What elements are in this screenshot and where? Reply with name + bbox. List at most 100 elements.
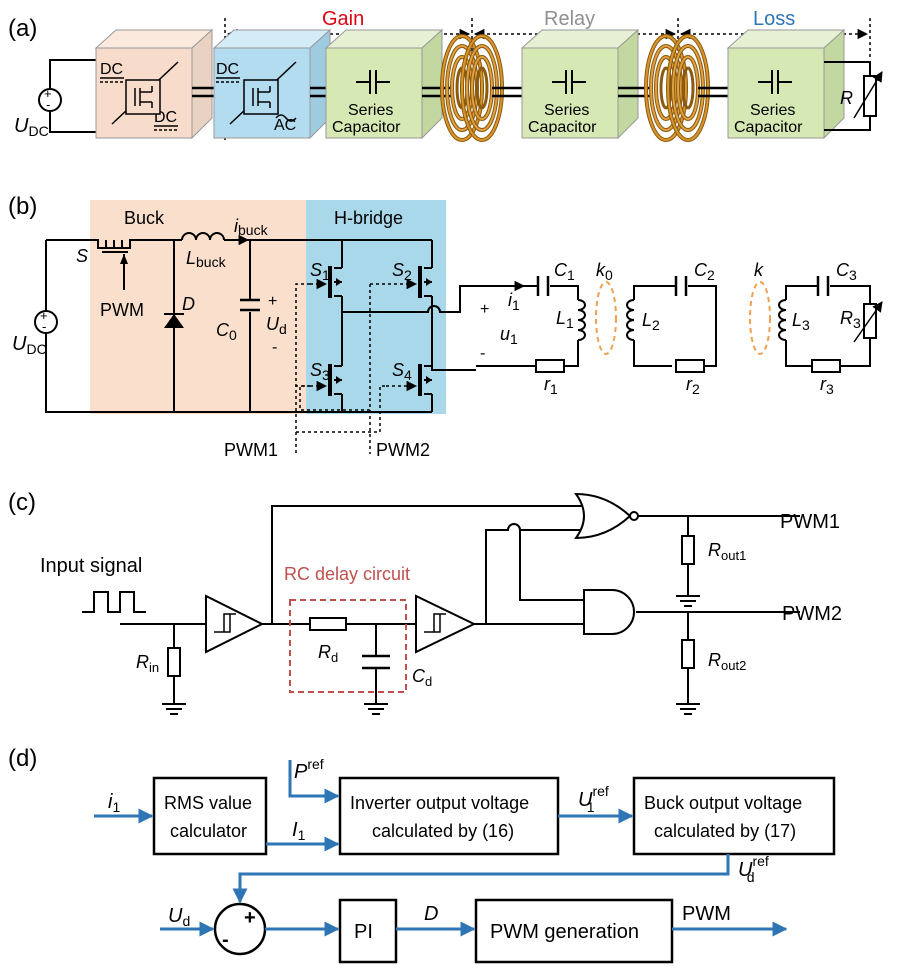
- sum-plus: +: [244, 907, 256, 929]
- rms-line1: RMS value: [164, 793, 252, 813]
- inverter-in-label: DC: [216, 61, 239, 78]
- relay-label: Relay: [544, 8, 595, 30]
- switch-s3: [310, 364, 342, 396]
- buck-line1: Buck output voltage: [644, 793, 802, 813]
- l-buck-inductor: [181, 232, 225, 241]
- l-buck-label: Lbuck: [186, 248, 227, 270]
- pwm2-dashed-route: [299, 284, 371, 454]
- rx-resonator: [778, 276, 883, 373]
- panel-b-label: (b): [8, 193, 37, 220]
- pwm2-c-label: PWM2: [782, 603, 842, 625]
- pwm-generation-box: [474, 898, 674, 964]
- loss-label: Loss: [753, 8, 795, 30]
- cap2-line2: Capacitor: [528, 119, 597, 136]
- u1-label: u1: [500, 324, 518, 347]
- switch-s2: [370, 266, 432, 298]
- sum-minus: -: [222, 929, 229, 951]
- pref-arrow: [288, 760, 340, 804]
- buck-label: Buck: [124, 208, 165, 228]
- c1-label: C1: [554, 260, 575, 283]
- hbridge-wiring: [341, 240, 476, 412]
- rd-resistor: [309, 617, 347, 631]
- and-gate-icon: [583, 589, 635, 635]
- u1-plus: +: [480, 301, 489, 318]
- rin-label: Rin: [136, 652, 159, 675]
- input-pulse-icon: [82, 591, 146, 613]
- dc-dc-block: DC DC: [94, 28, 214, 140]
- l1-label: L1: [556, 308, 574, 331]
- r3-label: r3: [820, 374, 834, 397]
- I1-d-label: I1: [292, 819, 306, 843]
- cap3-line2: Capacitor: [734, 119, 803, 136]
- i-buck-label: ibuck: [234, 216, 269, 238]
- cap2-line1: Series: [544, 102, 589, 119]
- dc-source-icon: [38, 88, 62, 112]
- dc-source-minus: -: [46, 97, 50, 112]
- switch-s1: [310, 266, 342, 298]
- u1-minus: -: [480, 345, 485, 362]
- series-capacitor-block-3: Series Capacitor: [726, 28, 846, 140]
- inverter-out-label: AC: [274, 117, 296, 134]
- rc-delay-label: RC delay circuit: [284, 564, 410, 584]
- rms-calculator-box: [152, 776, 268, 856]
- relay-resonator: [626, 276, 717, 373]
- inv-line2: calculated by (16): [372, 821, 514, 841]
- r2-label: r2: [686, 374, 700, 397]
- panel-d-label: (d): [8, 745, 37, 772]
- k-coupling-icon: [749, 281, 771, 355]
- panel-d: (d) RMS value calculator Inverter output…: [8, 745, 836, 964]
- l2-label: L2: [642, 310, 660, 333]
- ud-label: Ud: [266, 314, 287, 337]
- i1-label: i1: [508, 290, 520, 313]
- tx-resonator: [476, 276, 586, 373]
- schmitt-trigger-1-icon: [205, 594, 265, 654]
- cap3-line1: Series: [750, 102, 795, 119]
- s-label: S: [76, 246, 88, 266]
- pwm1-c-label: PWM1: [780, 511, 840, 533]
- udc-b-label: UDC: [12, 333, 47, 357]
- input-signal-label: Input signal: [40, 555, 142, 577]
- panel-a: (a) Gain Relay Loss + - UDC DC DC: [8, 8, 883, 142]
- panel-c-label: (c): [8, 489, 36, 516]
- rout2-resistor: [681, 639, 695, 669]
- rin-resistor: [167, 647, 181, 677]
- pwm-d-label: PWM: [682, 903, 731, 925]
- comparator-wiring: [120, 505, 800, 704]
- rout1-resistor: [681, 535, 695, 565]
- ud-plus: +: [268, 293, 277, 310]
- s1-label: S1: [310, 260, 330, 283]
- ground-icons: [162, 595, 700, 715]
- ud-d-label: Ud: [168, 905, 190, 929]
- cd-capacitor: [362, 654, 390, 670]
- r1-label: r1: [544, 374, 558, 397]
- cap1-line2: Capacitor: [332, 119, 401, 136]
- ud-minus: -: [272, 339, 277, 356]
- dc-source-plus: +: [44, 86, 52, 101]
- load-resistor: R: [824, 61, 883, 131]
- pi-label: PI: [354, 921, 373, 943]
- load-r-label: R: [840, 88, 853, 108]
- c3-label: C3: [836, 260, 857, 283]
- d-label: D: [182, 294, 195, 314]
- svg-text:+: +: [40, 308, 48, 323]
- rms-line2: calculator: [170, 821, 247, 841]
- s3-label: S3: [310, 360, 330, 383]
- cap1-line1: Series: [348, 102, 393, 119]
- gain-label: Gain: [322, 8, 364, 30]
- k-label: k: [754, 260, 764, 280]
- panel-a-label: (a): [8, 15, 37, 42]
- svg-text:-: -: [42, 319, 46, 334]
- series-capacitor-block-2: Series Capacitor: [520, 28, 640, 140]
- panel-c: (c) Input signal: [8, 489, 842, 715]
- pwm1-b-label: PWM1: [224, 440, 278, 460]
- pi-box: [338, 898, 398, 964]
- hbridge-label: H-bridge: [334, 208, 403, 228]
- dc-source-b: + -: [34, 308, 58, 334]
- inverter-voltage-box: [338, 776, 560, 856]
- rd-label: Rd: [318, 642, 338, 665]
- c0-label: C0: [216, 320, 237, 343]
- udref-arrow: [232, 854, 730, 904]
- schmitt-trigger-2-icon: [415, 594, 477, 654]
- inv-line1: Inverter output voltage: [350, 793, 529, 813]
